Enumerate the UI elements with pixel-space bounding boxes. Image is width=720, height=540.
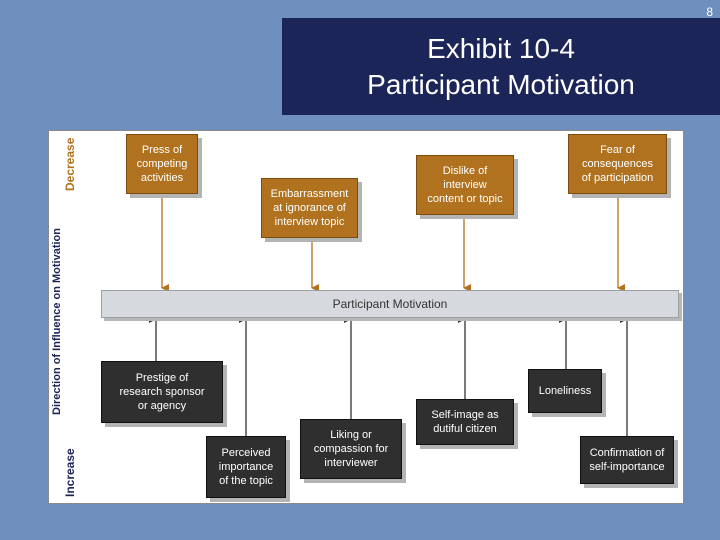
- axis-direction-label: Direction of Influence on Motivation: [51, 228, 63, 415]
- page-number: 8: [706, 5, 713, 19]
- participant-motivation-bar: Participant Motivation: [101, 290, 679, 318]
- factor-liking-interviewer: Liking or compassion for interviewer: [300, 419, 402, 479]
- title-line-2: Participant Motivation: [367, 68, 635, 100]
- axis-increase-label: Increase: [63, 448, 77, 497]
- factor-embarrassment: Embarrassment at ignorance of interview …: [261, 178, 358, 238]
- factor-competing-activities: Press of competing activities: [126, 134, 198, 194]
- factor-self-image: Self-image as dutiful citizen: [416, 399, 514, 445]
- factor-loneliness: Loneliness: [528, 369, 602, 413]
- factor-prestige-sponsor: Prestige of research sponsor or agency: [101, 361, 223, 423]
- slide-title: Exhibit 10-4 Participant Motivation: [282, 18, 720, 115]
- factor-perceived-importance: Perceived importance of the topic: [206, 436, 286, 498]
- title-line-1: Exhibit 10-4: [427, 32, 575, 64]
- factor-self-importance: Confirmation of self-importance: [580, 436, 674, 484]
- axis-decrease-label: Decrease: [63, 137, 77, 191]
- arrow-layer: [149, 194, 628, 436]
- diagram-panel: Decrease Direction of Influence on Motiv…: [48, 130, 684, 504]
- factor-fear-consequences: Fear of consequences of participation: [568, 134, 667, 194]
- factor-dislike-content: Dislike of interview content or topic: [416, 155, 514, 215]
